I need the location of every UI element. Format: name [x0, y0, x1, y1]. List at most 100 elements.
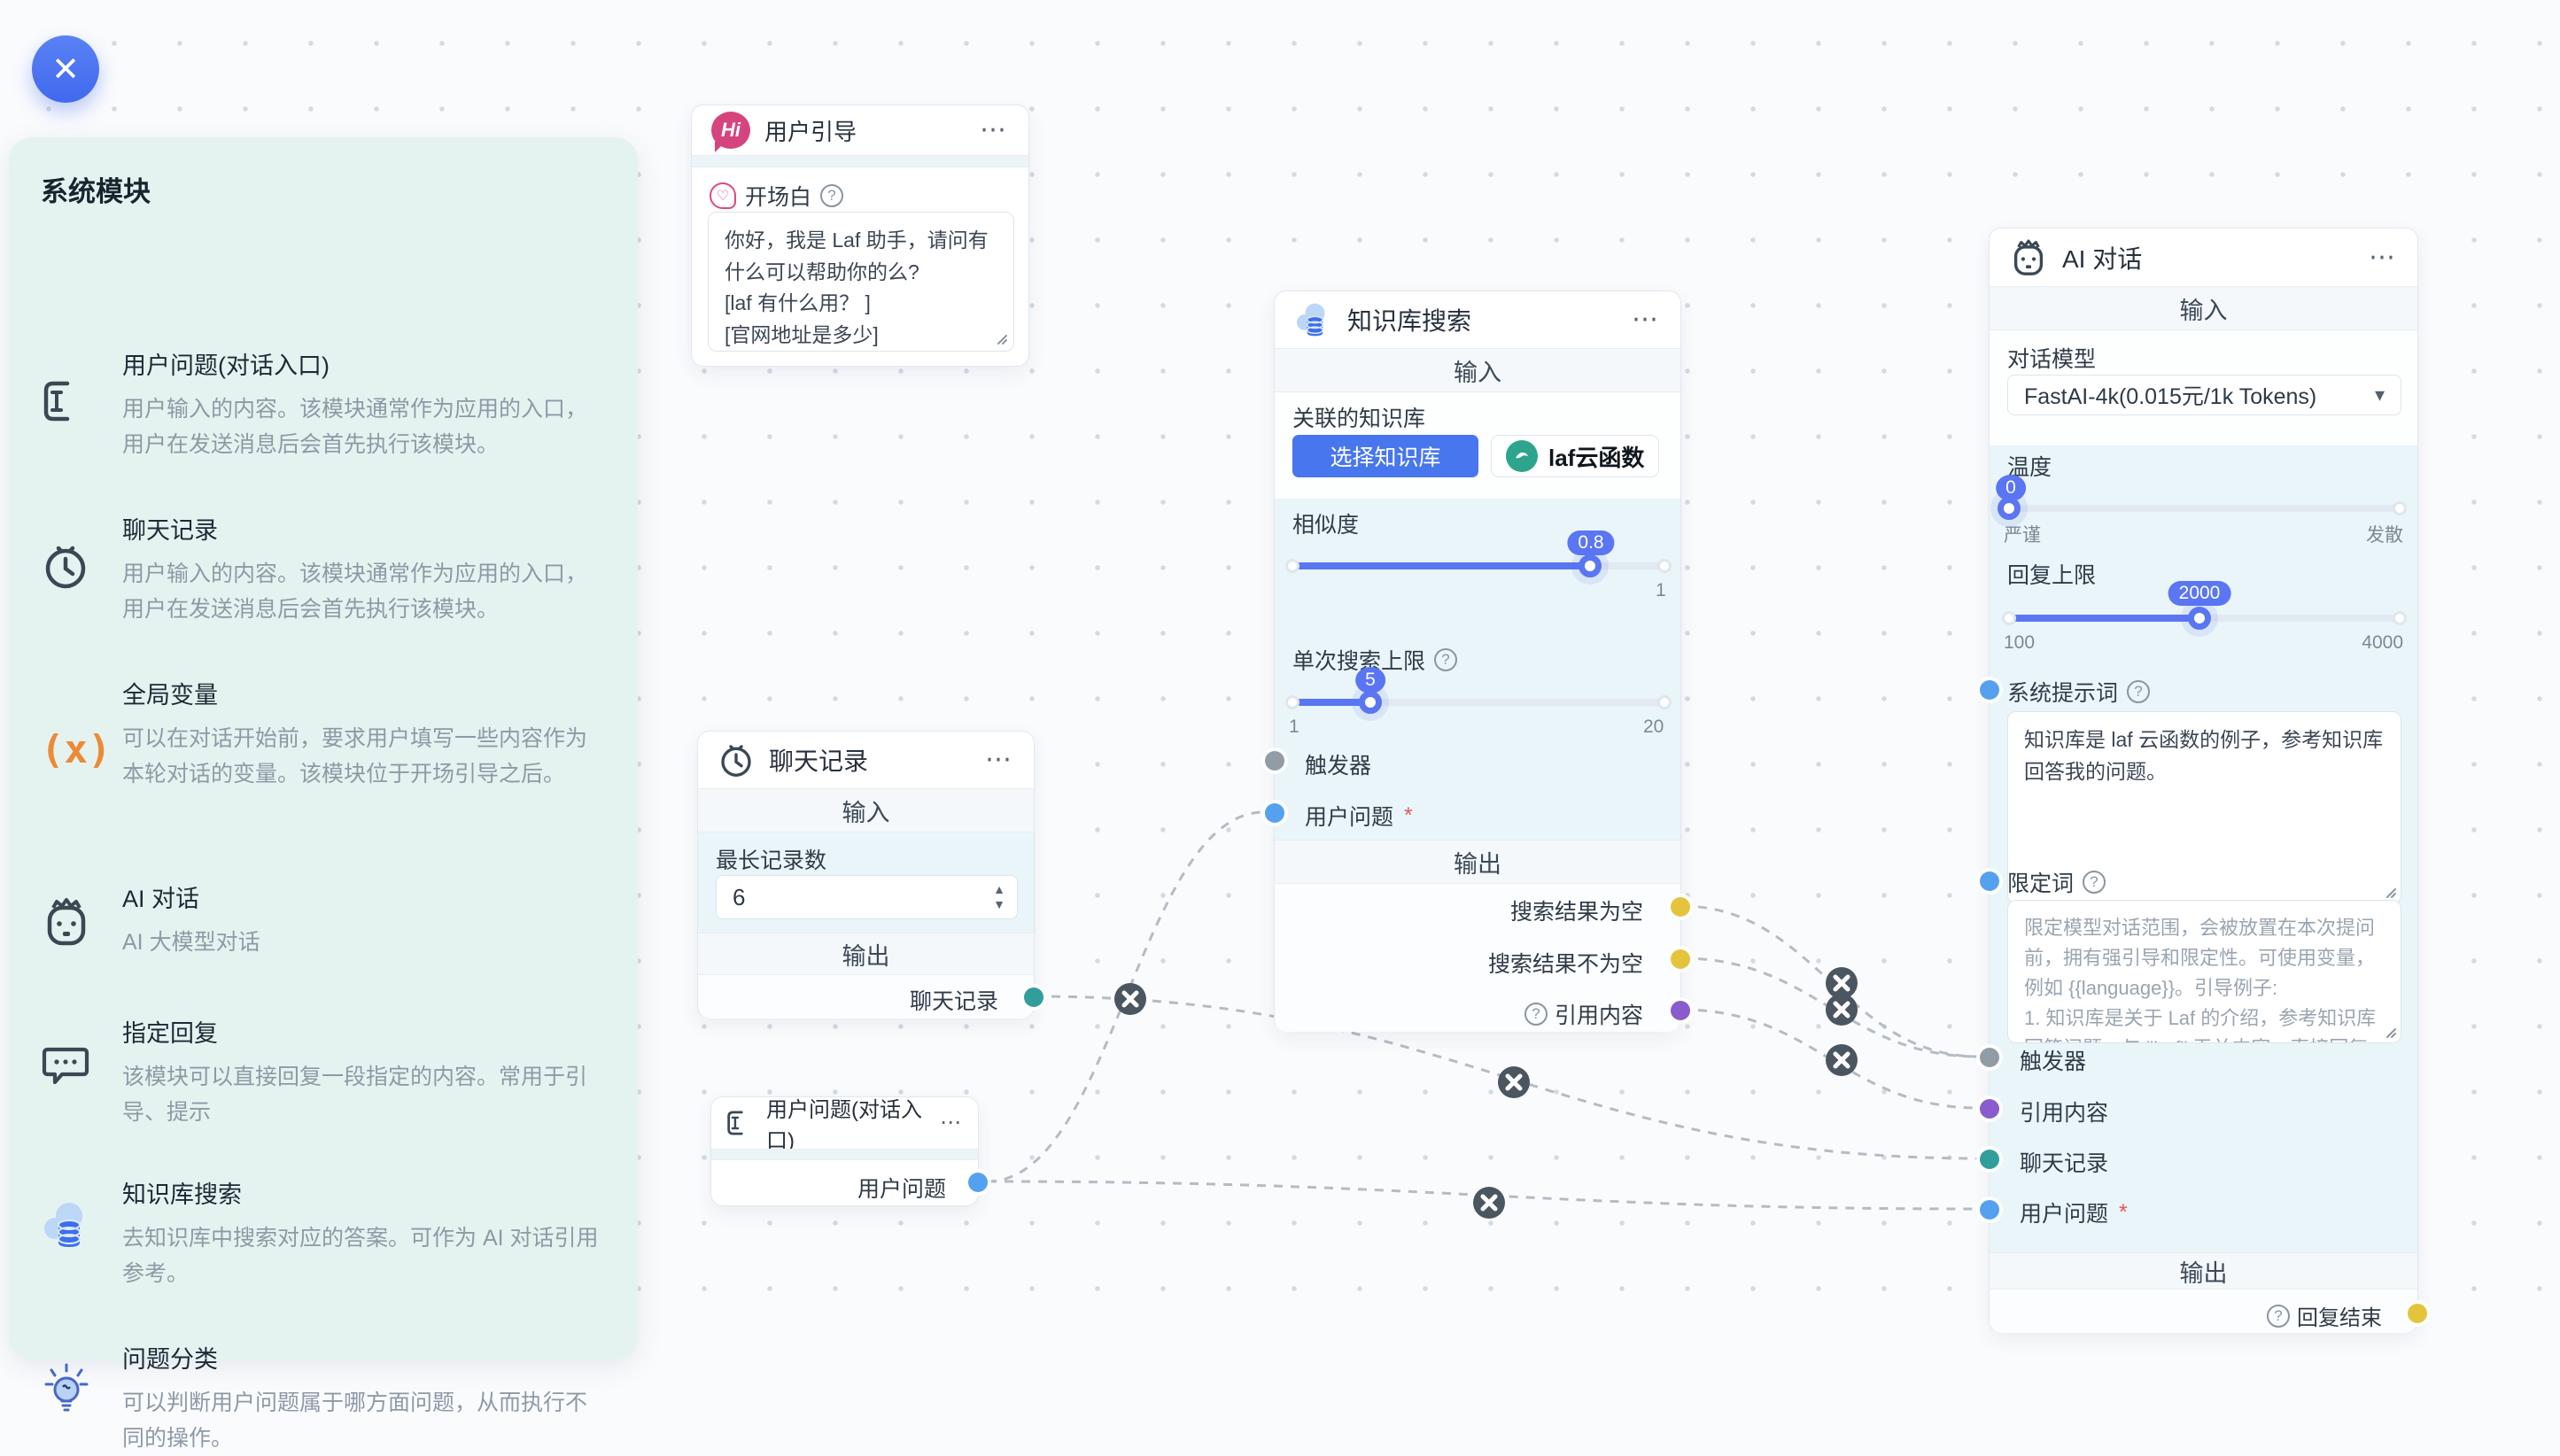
max-records-field[interactable]: ▲ ▼	[716, 875, 1018, 919]
similarity-value-badge: 0.8	[1567, 531, 1615, 555]
select-dataset-button[interactable]: 选择知识库	[1292, 435, 1478, 477]
edge-delete-x-icon	[1833, 974, 1850, 992]
output-notempty-label: 搜索结果不为空	[1487, 952, 1643, 977]
node-user-guide[interactable]: Hi 用户引导 ⋯ ♡ 开场白 ? 你好，我是 Laf 助手，请问有什么可以帮助…	[691, 105, 1029, 367]
more-menu-icon[interactable]: ⋯	[980, 115, 1009, 144]
ai-quote-label: 引用内容	[2020, 1101, 2109, 1126]
edge-delete-button[interactable]	[1498, 1066, 1530, 1098]
limit-max-label: 20	[1643, 716, 1664, 737]
sidebar-item-ai-chat[interactable]: AI 对话 AI 大模型对话	[41, 879, 601, 960]
handle-system-prompt-in[interactable]	[1980, 680, 1999, 700]
edge-delete-x-icon	[1480, 1194, 1498, 1212]
edge-delete-button[interactable]	[1826, 967, 1858, 999]
edge-delete-button[interactable]	[1826, 1044, 1858, 1076]
edge-delete-x-icon	[1505, 1073, 1523, 1091]
connection-chat-history-to-ai-history[interactable]	[1034, 995, 1980, 1160]
edge-delete-x-icon	[1121, 990, 1139, 1008]
handle-ai-history-in[interactable]	[1980, 1150, 1999, 1169]
output-quote-label: ? 引用内容	[1292, 998, 1643, 1030]
close-button[interactable]: ✕	[32, 35, 99, 103]
max-tokens-slider[interactable]	[2002, 607, 2407, 630]
edge-delete-button[interactable]	[1826, 994, 1858, 1026]
node-header[interactable]: 用户问题(对话入口) ⋯	[711, 1097, 978, 1153]
more-menu-icon[interactable]: ⋯	[1632, 305, 1661, 334]
item-title: 全局变量	[122, 682, 218, 709]
node-chat-history[interactable]: 聊天记录 ⋯ 输入 最长记录数 ▲ ▼ 输出 聊天记录	[697, 731, 1043, 1018]
edge-delete-button[interactable]	[1473, 1187, 1505, 1219]
handle-limit-prompt-in[interactable]	[1980, 871, 1999, 891]
temperature-slider-thumb[interactable]	[1998, 497, 2021, 520]
node-user-question[interactable]: 用户问题(对话入口) ⋯ 用户问题	[710, 1096, 988, 1206]
sidebar-item-question-classify[interactable]: 问题分类 可以判断用户问题属于哪方面问题，从而执行不同的操作。	[41, 1340, 601, 1456]
system-prompt-textarea[interactable]: 知识库是 laf 云函数的例子，参考知识库回答我的问题。	[2007, 711, 2401, 904]
sidebar-title: 系统模块	[41, 176, 151, 207]
more-menu-icon[interactable]: ⋯	[2369, 242, 2398, 272]
output-answer-end-label: ? 回复结束	[2007, 1300, 2382, 1331]
temperature-slider[interactable]	[1998, 497, 2407, 520]
variable-icon: (x)	[41, 727, 112, 772]
handle-ai-quote-in[interactable]	[1980, 1099, 1999, 1119]
max-tokens-badge: 2000	[2168, 581, 2231, 606]
handle-ai-question-in[interactable]	[1980, 1200, 1999, 1220]
search-limit-label: 单次搜索上限 ?	[1292, 644, 1458, 676]
node-ai-chat[interactable]: AI 对话 ⋯ 输入 对话模型 FastAI-4k(0.015元/1k Toke…	[1980, 228, 2427, 1333]
stepper-arrows[interactable]: ▲ ▼	[993, 879, 1005, 916]
help-icon[interactable]: ?	[2083, 871, 2106, 894]
node-header[interactable]: 聊天记录 ⋯	[698, 732, 1034, 788]
sidebar-item-kb-search[interactable]: 知识库搜索 去知识库中搜索对应的答案。可作为 AI 对话引用参考。	[41, 1175, 601, 1291]
handle-kb-notempty-out[interactable]	[1671, 949, 1690, 969]
handle-chat-history-out[interactable]	[1024, 987, 1043, 1007]
limit-prompt-textarea[interactable]	[2007, 900, 2401, 1043]
limit-slider-thumb[interactable]	[1359, 691, 1383, 714]
more-menu-icon[interactable]: ⋯	[985, 745, 1014, 774]
dataset-label: 关联的知识库	[1292, 407, 1426, 431]
node-title: 用户问题(对话入口)	[766, 1098, 922, 1153]
node-kb-search[interactable]: 知识库搜索 ⋯ 输入 关联的知识库 选择知识库 laf云函数 相似度 0.8 1…	[1265, 290, 1690, 1032]
similarity-slider-thumb[interactable]	[1579, 554, 1602, 577]
item-title: 指定回复	[122, 1020, 218, 1047]
node-header[interactable]: AI 对话 ⋯	[1990, 228, 2417, 286]
more-menu-icon[interactable]: ⋯	[940, 1111, 964, 1135]
sidebar-item-chat-history[interactable]: 聊天记录 用户输入的内容。该模块通常作为应用的入口，用户在发送消息后会首先执行该…	[41, 511, 601, 627]
step-up-icon[interactable]: ▲	[993, 882, 1005, 897]
handle-kb-empty-out[interactable]	[1671, 897, 1690, 917]
limit-slider[interactable]	[1285, 691, 1672, 714]
handle-kb-question-in[interactable]	[1265, 803, 1284, 823]
model-select[interactable]: FastAI-4k(0.015元/1k Tokens) ▾	[2007, 375, 2401, 415]
sidebar-item-global-variable[interactable]: (x) 全局变量 可以在对话开始前，要求用户填写一些内容作为本轮对话的变量。该模…	[41, 676, 601, 792]
handle-ai-trigger-in[interactable]	[1980, 1048, 1999, 1067]
node-header[interactable]: 知识库搜索 ⋯	[1275, 291, 1680, 348]
edge-delete-button[interactable]	[1114, 983, 1146, 1015]
handle-user-question-out[interactable]	[968, 1173, 988, 1192]
dataset-chip[interactable]: laf云函数	[1491, 435, 1660, 477]
item-title: 用户问题(对话入口)	[122, 352, 330, 379]
help-icon[interactable]: ?	[2127, 680, 2151, 703]
max-tokens-slider-thumb[interactable]	[2187, 607, 2211, 630]
model-select-value: FastAI-4k(0.015元/1k Tokens)	[2024, 384, 2317, 409]
reply-bubble-icon	[41, 1014, 122, 1130]
sidebar-item-fixed-reply[interactable]: 指定回复 该模块可以直接回复一段指定的内容。常用于引导、提示	[41, 1014, 601, 1130]
item-title: 聊天记录	[122, 517, 218, 544]
help-icon[interactable]: ?	[1434, 648, 1458, 671]
node-header[interactable]: Hi 用户引导 ⋯	[692, 105, 1028, 155]
max-records-input[interactable]	[716, 875, 1018, 919]
limit-value-badge: 5	[1355, 667, 1385, 693]
handle-ai-answer-out[interactable]	[2408, 1304, 2427, 1323]
input-section-header: 输入	[698, 788, 1034, 833]
output-section-header: 输出	[698, 933, 1034, 975]
sidebar-item-user-question[interactable]: 用户问题(对话入口) 用户输入的内容。该模块通常作为应用的入口，用户在发送消息后…	[41, 346, 601, 462]
handle-kb-quote-out[interactable]	[1671, 1001, 1690, 1020]
params-section	[1275, 499, 1680, 840]
step-down-icon[interactable]: ▼	[993, 897, 1005, 911]
item-desc: 可以在对话开始前，要求用户填写一些内容作为本轮对话的变量。该模块位于开场引导之后…	[122, 726, 588, 786]
limit-prompt-label: 限定词 ?	[2007, 866, 2106, 898]
help-icon[interactable]: ?	[1524, 1003, 1548, 1026]
help-icon[interactable]: ?	[2267, 1304, 2290, 1328]
handle-kb-trigger-in[interactable]	[1265, 751, 1284, 771]
limit-min-label: 1	[1289, 716, 1299, 737]
similarity-slider[interactable]	[1285, 554, 1672, 577]
welcome-textarea[interactable]: 你好，我是 Laf 助手，请问有什么可以帮助你的么? [laf 有什么用？ ] …	[708, 212, 1014, 352]
help-icon[interactable]: ?	[820, 184, 844, 207]
temp-right-label: 发散	[2366, 525, 2403, 546]
hi-bubble-icon: Hi	[711, 112, 750, 149]
